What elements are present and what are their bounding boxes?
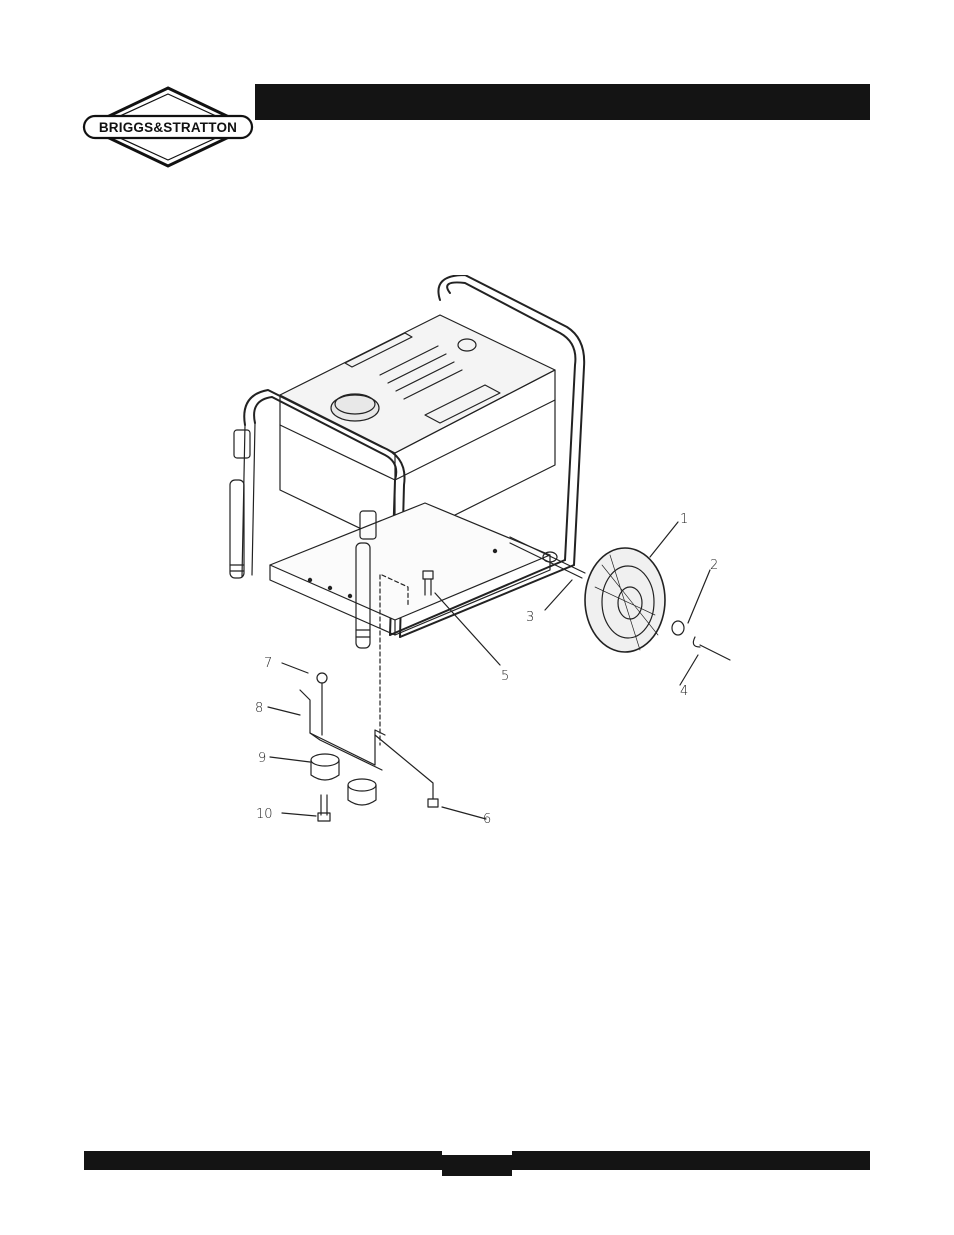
- callout-8: 8: [255, 701, 263, 716]
- footer-bar-right: [512, 1151, 870, 1170]
- footer-page-tab: [442, 1155, 512, 1176]
- callout-4: 4: [680, 684, 688, 699]
- footer-bar-left: [84, 1151, 442, 1170]
- callout-1: 1: [680, 512, 688, 527]
- callout-10: 10: [256, 807, 273, 822]
- callout-5: 5: [501, 669, 509, 684]
- svg-text:BRIGGS&STRATTON: BRIGGS&STRATTON: [99, 120, 237, 135]
- callout-7: 7: [264, 656, 272, 671]
- header-bar: [255, 84, 870, 120]
- briggs-stratton-logo: BRIGGS&STRATTON: [80, 86, 256, 168]
- callout-2: 2: [710, 558, 718, 573]
- parts-diagram: 1 2 3 4 5 6 7 8 9 10: [210, 275, 750, 835]
- callout-9: 9: [258, 751, 266, 766]
- callout-6: 6: [483, 812, 491, 827]
- callout-3: 3: [526, 610, 534, 625]
